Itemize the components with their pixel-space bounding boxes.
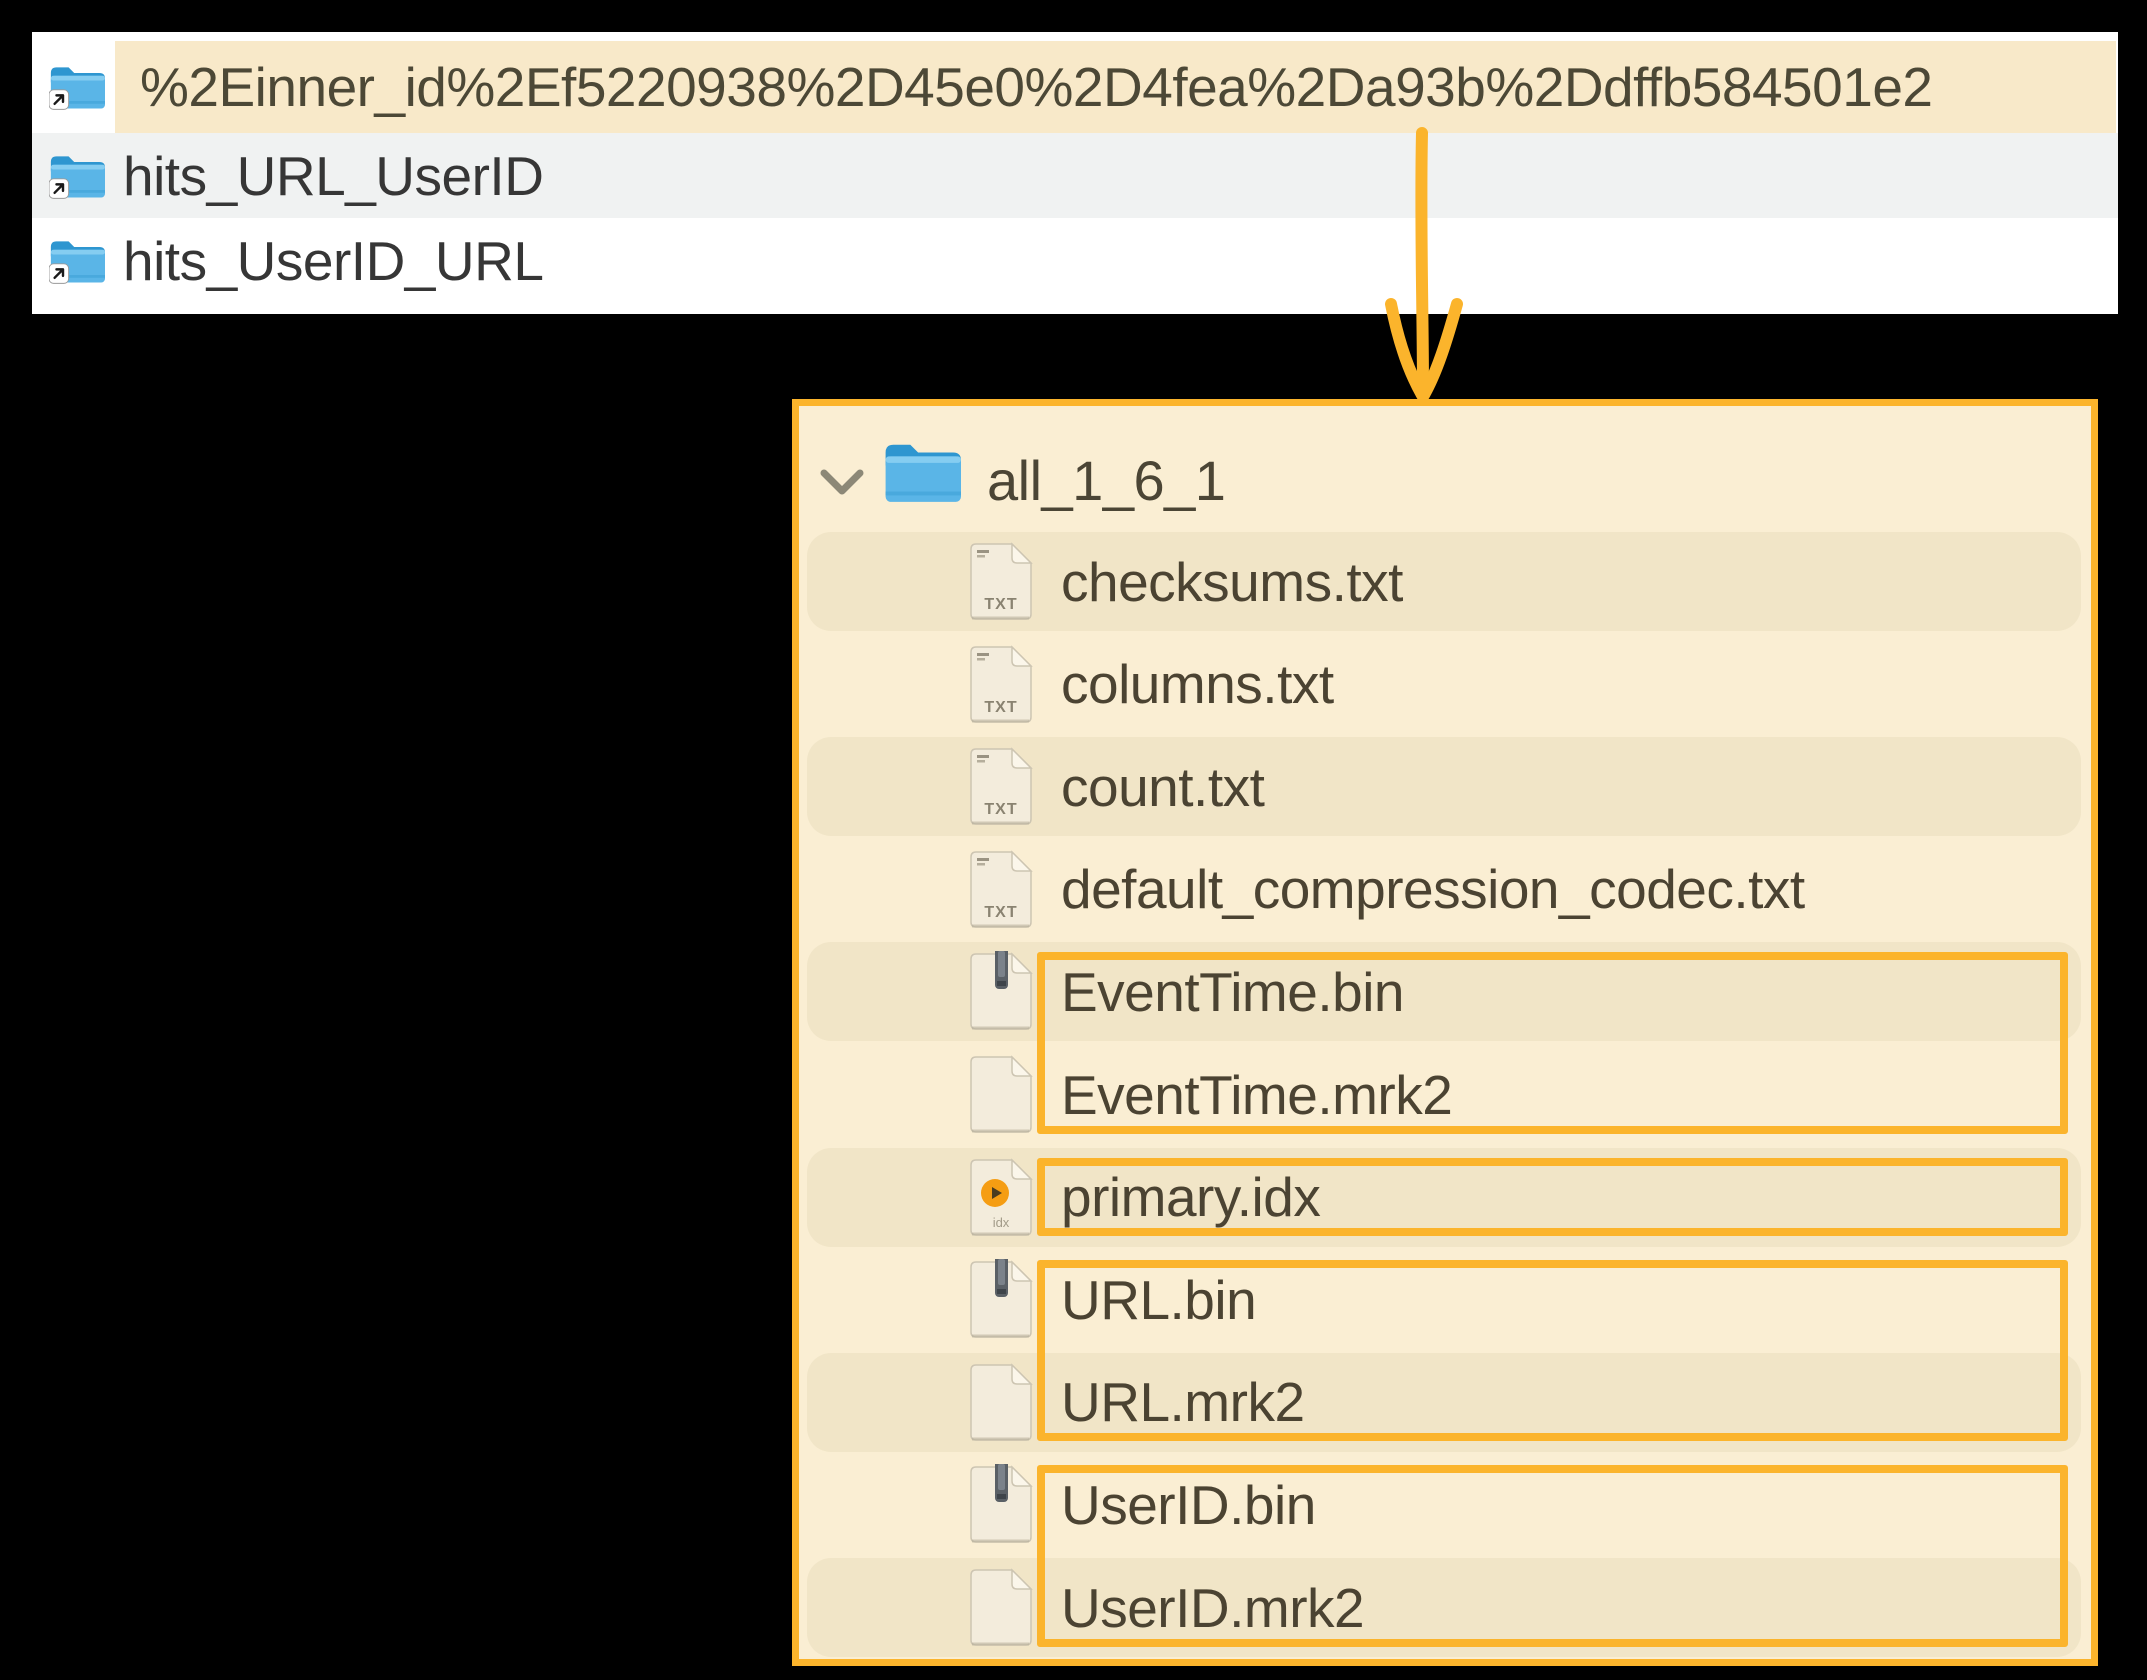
svg-text:TXT: TXT [984, 699, 1017, 716]
file-row[interactable]: TXT default_compression_codec.txt [799, 838, 2091, 941]
list-item[interactable]: hits_UserID_URL [32, 218, 2118, 303]
svg-text:TXT: TXT [984, 801, 1017, 818]
folder-alias-icon [48, 63, 105, 111]
plain-file-icon [968, 1567, 1034, 1648]
file-row[interactable]: EventTime.mrk2 [799, 1043, 2091, 1146]
annotation-highlight-box [1037, 952, 2068, 1134]
txt-file-icon: TXT [968, 746, 1034, 827]
file-name[interactable]: checksums.txt [1061, 550, 1403, 613]
file-name[interactable]: URL.bin [1061, 1268, 1257, 1331]
bin-file-icon [968, 1259, 1034, 1340]
annotation-highlight-box [1037, 1465, 2068, 1647]
file-name[interactable]: count.txt [1061, 755, 1265, 818]
file-name[interactable]: EventTime.bin [1061, 960, 1405, 1023]
file-row[interactable]: URL.bin [799, 1248, 2091, 1351]
folder-name[interactable]: %2Einner_id%2Ef5220938%2D45e0%2D4fea%2Da… [140, 56, 1933, 118]
txt-file-icon: TXT [968, 644, 1034, 725]
bin-file-icon [968, 951, 1034, 1032]
folder-name[interactable]: all_1_6_1 [987, 448, 1226, 512]
file-name[interactable]: UserID.mrk2 [1061, 1576, 1365, 1639]
part-contents-panel: all_1_6_1 TXT checksums.txt TXT columns.tx… [792, 399, 2098, 1666]
txt-file-icon: TXT [968, 541, 1034, 622]
file-row[interactable]: UserID.bin [799, 1453, 2091, 1556]
file-name[interactable]: EventTime.mrk2 [1061, 1063, 1453, 1126]
annotation-highlight-box [1037, 1260, 2068, 1442]
file-name[interactable]: URL.mrk2 [1061, 1371, 1305, 1434]
folder-row[interactable]: all_1_6_1 [799, 430, 2091, 530]
file-row[interactable]: TXT count.txt [799, 735, 2091, 838]
idx-file-icon: idx [968, 1157, 1034, 1238]
file-name[interactable]: primary.idx [1061, 1166, 1321, 1229]
svg-text:TXT: TXT [984, 596, 1017, 613]
file-row[interactable]: TXT columns.txt [799, 633, 2091, 736]
file-name[interactable]: default_compression_codec.txt [1061, 858, 1805, 921]
folder-icon [883, 439, 961, 511]
folder-alias-icon [48, 152, 105, 200]
parts-folder-list-panel: %2Einner_id%2Ef5220938%2D45e0%2D4fea%2Da… [32, 32, 2118, 314]
bin-file-icon [968, 1464, 1034, 1545]
folder-name[interactable]: hits_UserID_URL [123, 229, 544, 292]
list-item[interactable]: hits_URL_UserID [32, 133, 2118, 218]
file-name[interactable]: columns.txt [1061, 653, 1334, 716]
file-name[interactable]: UserID.bin [1061, 1473, 1316, 1536]
plain-file-icon [968, 1362, 1034, 1443]
txt-file-icon: TXT [968, 849, 1034, 930]
selected-name-highlight [115, 41, 2116, 133]
annotation-highlight-box [1037, 1157, 2068, 1237]
file-row[interactable]: TXT checksums.txt [799, 530, 2091, 633]
chevron-down-icon[interactable] [820, 467, 864, 497]
svg-text:idx: idx [993, 1215, 1010, 1230]
svg-text:TXT: TXT [984, 904, 1017, 921]
list-item[interactable]: %2Einner_id%2Ef5220938%2D45e0%2D4fea%2Da… [32, 41, 2118, 133]
plain-file-icon [968, 1054, 1034, 1135]
folder-name[interactable]: hits_URL_UserID [123, 144, 544, 207]
folder-alias-icon [48, 237, 105, 285]
